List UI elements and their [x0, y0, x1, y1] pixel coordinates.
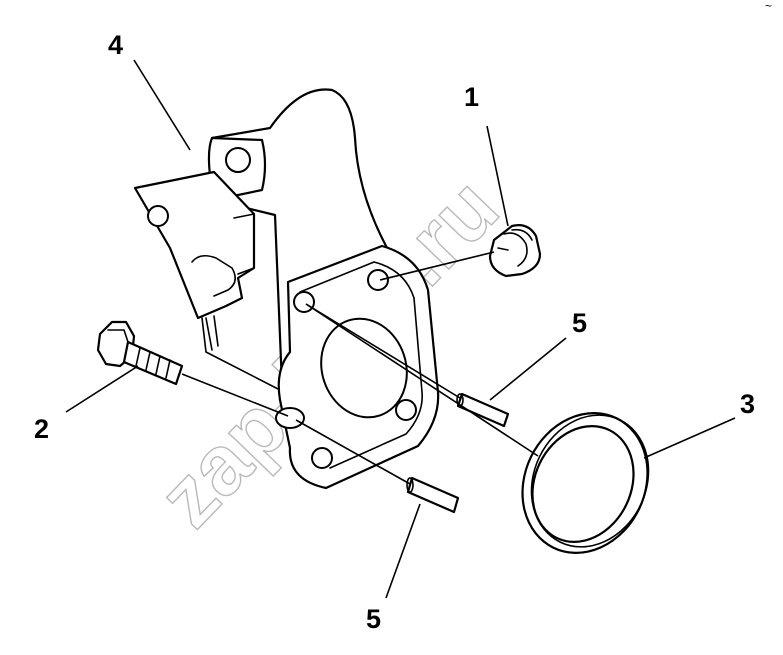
- dowel-pin-upper-part-5: [456, 392, 510, 428]
- plug-part-1: [488, 224, 542, 278]
- callout-5-lower: 5: [366, 604, 381, 634]
- callout-1: 1: [464, 82, 479, 112]
- assembly-center-lines: [181, 251, 539, 485]
- bolt-part-2: [96, 320, 184, 386]
- corner-mark: ~: [765, 0, 772, 13]
- callout-5-upper: 5: [572, 308, 587, 338]
- callout-3: 3: [740, 389, 755, 419]
- callout-2: 2: [34, 414, 49, 444]
- callout-leaders: [65, 59, 736, 599]
- bracket-part-4: [133, 88, 440, 490]
- o-ring-part-3: [521, 412, 650, 554]
- callout-4: 4: [108, 30, 123, 60]
- dowel-pin-lower-part-5: [406, 476, 460, 514]
